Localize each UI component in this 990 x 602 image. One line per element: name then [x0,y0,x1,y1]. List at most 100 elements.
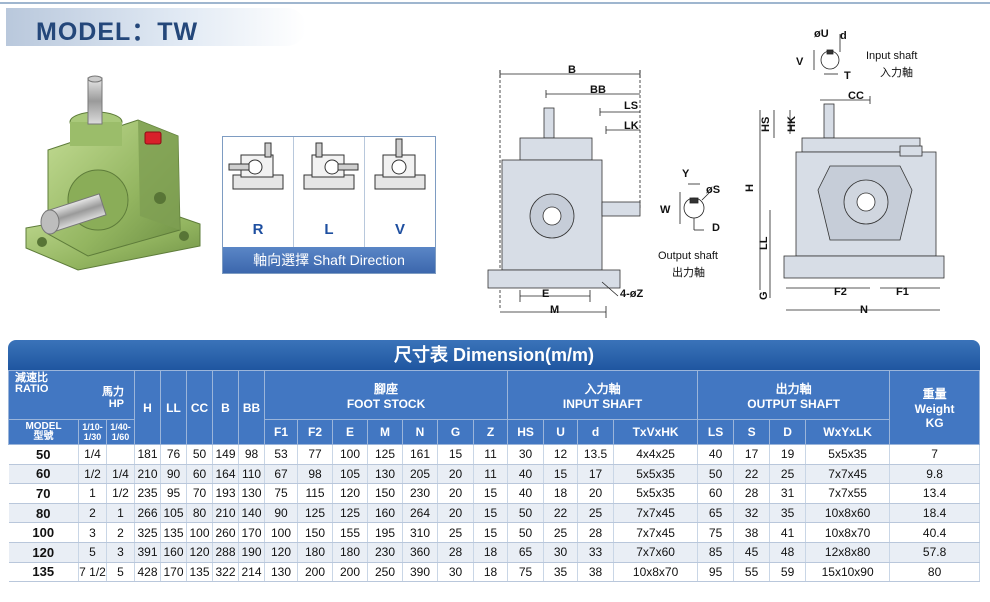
output-shaft-caption-en: Output shaft [658,250,718,262]
table-cell: 50 [697,464,735,485]
table-cell: 140 [238,503,266,524]
dimension-table: 減速比 RATIO 馬力 HP H LL CC B BB 腳座 FOOT STO… [7,370,980,583]
table-cell: 135 [160,522,188,543]
table-cell: 7 1/2 [78,562,107,583]
front-view-drawing [487,70,641,318]
foot-stock-header: 腳座 FOOT STOCK [264,370,509,420]
input-shaft-drawing [813,34,841,75]
table-cell: 18 [473,542,509,563]
table-cell: 38 [733,522,771,543]
table-cell: 19 [769,444,807,465]
shaft-direction-label: R [252,221,264,238]
table-cell: 77 [297,444,334,465]
col-d-output-header: D [769,419,807,445]
hp-en-label: HP [108,398,125,410]
table-cell: 1/4 [106,464,136,485]
shaft-direction-l[interactable]: L [294,137,365,247]
table-cell: 38 [577,562,615,583]
table-cell: 100 [186,522,214,543]
dim-label-h: H [744,184,756,192]
table-cell: 181 [134,444,162,465]
table-cell: 250 [367,562,404,583]
table-cell: 95 [160,483,188,504]
table-cell: 30 [507,444,545,465]
side-view-drawing [759,96,945,311]
col-txvxhk-header: TxVxHK [613,419,699,445]
table-cell: 135 [186,562,214,583]
table-cell [106,444,136,465]
dim-label-f2: F2 [834,286,847,298]
shaft-direction-label: V [394,221,405,238]
ratio-hp-header: 減速比 RATIO 馬力 HP [7,370,136,420]
table-cell: 11 [473,464,509,485]
table-cell: 33 [577,542,615,563]
col-m-header: M [367,419,404,445]
table-cell: 65 [697,503,735,524]
table-cell: 48 [769,542,807,563]
table-cell: 5 [106,562,136,583]
col-wxyxlk-header: WxYxLK [805,419,891,445]
top-rule [0,2,990,4]
gearbox-v-icon [374,138,426,190]
table-cell: 57.8 [889,542,980,563]
col-f2-header: F2 [297,419,334,445]
table-cell: 50 [507,503,545,524]
ratio-en-label: RATIO [15,383,49,395]
table-cell: 200 [332,562,369,583]
col-cc-header: CC [186,370,214,445]
table-cell: 190 [238,542,266,563]
table-cell: 5 [78,542,107,563]
dim-label-n: N [860,304,868,316]
table-cell: 230 [402,483,439,504]
table-cell: 85 [697,542,735,563]
table-cell: 235 [134,483,162,504]
model-en: MODEL [25,421,62,432]
table-cell: 15x10x90 [805,562,891,583]
col-b-header: B [212,370,240,445]
table-cell: 161 [402,444,439,465]
weight-unit: KG [925,416,944,430]
col-f1-header: F1 [264,419,299,445]
shaft-direction-r[interactable]: R [223,137,294,247]
table-cell: 10x8x70 [805,522,891,543]
table-cell: 25 [437,522,475,543]
table-cell: 32 [733,503,771,524]
table-cell: 80 [186,503,214,524]
table-cell: 13.5 [577,444,615,465]
table-cell: 428 [134,562,162,583]
shaft-direction-v[interactable]: V [365,137,435,247]
col-hs-header: HS [507,419,545,445]
dim-label-bb: BB [590,84,606,96]
table-cell: 45 [733,542,771,563]
table-cell: 28 [733,483,771,504]
table-cell: 325 [134,522,162,543]
table-cell: 130 [238,483,266,504]
table-cell: 110 [238,464,266,485]
table-cell: 160 [367,503,404,524]
table-cell: 7 [889,444,980,465]
weight-zh: 重量 [922,387,947,401]
table-cell: 60 [186,464,214,485]
table-cell: 90 [160,464,188,485]
dim-label-ll: LL [758,236,770,250]
table-cell: 15 [473,483,509,504]
weight-en: Weight [914,402,955,416]
table-cell: 53 [264,444,299,465]
table-cell: 180 [332,542,369,563]
table-cell: 11 [473,444,509,465]
table-cell: 75 [697,522,735,543]
table-cell: 149 [212,444,240,465]
table-cell: 35 [543,562,579,583]
dim-label-cc: CC [848,90,864,102]
table-cell: 28 [577,522,615,543]
table-cell: 40 [507,483,545,504]
gearbox-r-icon [228,142,284,190]
table-cell: 160 [160,542,188,563]
table-cell: 180 [297,542,334,563]
table-cell: 4x4x25 [613,444,699,465]
col-u-header: U [543,419,579,445]
col-s-header: S [733,419,771,445]
